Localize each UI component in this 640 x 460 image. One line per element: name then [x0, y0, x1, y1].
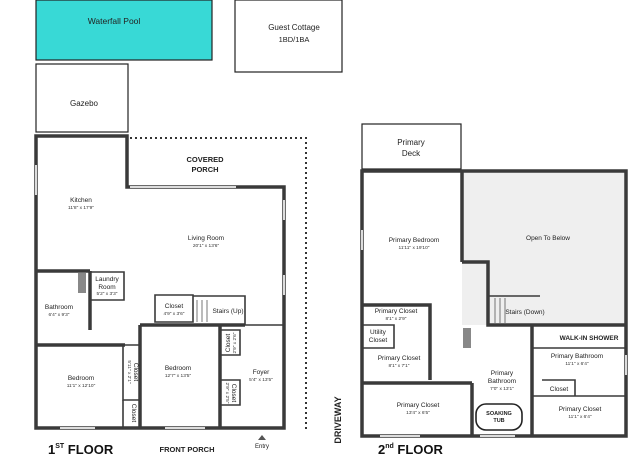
- closet-v2-dim: 2'9" x 2'5": [224, 383, 230, 404]
- bedroom2-dim: 12'7" x 13'5": [165, 373, 192, 379]
- covered-porch-label-1: COVERED: [186, 155, 224, 164]
- soaking-tub: [475, 403, 523, 431]
- small-closet-name: Closet: [550, 386, 569, 393]
- closet-v1-walls: [220, 329, 241, 356]
- primary-closet-bl-name: Primary Closet: [397, 402, 440, 409]
- waterfall-pool: [35, 0, 213, 61]
- stairs-up-name: Stairs (Up): [212, 308, 243, 315]
- primary-closet-br-name: Primary Closet: [559, 406, 602, 413]
- primary-closet-mid-name: Primary Closet: [378, 355, 421, 362]
- bedroom2-name: Bedroom: [165, 365, 191, 372]
- primary-closet-mid-dim: 8'1" x 7'1": [389, 363, 410, 369]
- laundry-name-2: Room: [98, 284, 115, 291]
- second-floor: [360, 169, 628, 438]
- guest-cottage-sub: 1BD/1BA: [279, 35, 310, 44]
- pool-label: Waterfall Pool: [88, 16, 141, 26]
- laundry-name: Laundry: [95, 276, 119, 283]
- closet-v1-dim: 2'9" x 2'6": [232, 332, 238, 353]
- foyer-dim: 5'4" x 13'5": [249, 377, 273, 383]
- stair-post: [463, 328, 471, 348]
- primary-bath-center-dim: 7'0" x 13'1": [490, 386, 514, 392]
- primary-bedroom-dim: 11'11" x 19'10": [399, 245, 430, 251]
- gazebo: [35, 63, 129, 133]
- closet-v1-name: Closet: [225, 334, 232, 353]
- soaking-tub-label-2: TUB: [493, 418, 504, 424]
- bath-name: Bathroom: [45, 304, 73, 311]
- living-dim: 20'1" x 13'6": [193, 243, 220, 249]
- utility-name: Utility: [370, 329, 387, 336]
- bedroom1-name: Bedroom: [68, 375, 94, 382]
- closet-mid-walls: [154, 294, 194, 323]
- primary-bath-right-dim: 11'1" x 6'4": [565, 361, 589, 367]
- wall-closets: [362, 303, 432, 380]
- covered-porch-label-2: PORCH: [191, 165, 218, 174]
- walk-in-shower-label: WALK-IN SHOWER: [560, 335, 619, 342]
- guest-cottage: [234, 0, 343, 73]
- primary-bath-right-name: Primary Bathroom: [551, 353, 603, 360]
- closet-mid-name: Closet: [165, 303, 184, 310]
- wall-open-bottom: [462, 260, 626, 327]
- bath-dim: 6'4" x 9'3": [49, 312, 70, 318]
- primary-deck-label-2: Deck: [402, 149, 421, 158]
- primary-bath-center-name: Primary: [491, 370, 514, 377]
- floor2-title: 2nd FLOOR: [378, 442, 444, 457]
- closet-b1b-name: Closet: [130, 404, 137, 423]
- closet-small-walls: [532, 379, 626, 397]
- first-floor: [34, 134, 307, 440]
- closet-v2-walls: [220, 379, 241, 406]
- primary-deck-label-1: Primary: [397, 138, 425, 147]
- primary-bedroom-name: Primary Bedroom: [389, 237, 440, 244]
- stairs-down-name: Stairs (Down): [505, 309, 544, 316]
- closet-b1-name: Closet: [132, 363, 139, 382]
- driveway-label: DRIVEWAY: [333, 396, 343, 443]
- kitchen-name: Kitchen: [70, 197, 92, 204]
- gazebo-label: Gazebo: [70, 99, 99, 108]
- closet-mid-dim: 4'9" x 3'6": [164, 311, 185, 317]
- closet-b1-dim: 5'11" x 2'1": [126, 360, 132, 384]
- laundry-appliance: [78, 273, 86, 293]
- primary-bath-center-name-2: Bathroom: [488, 378, 516, 385]
- utility-name-2: Closet: [369, 337, 388, 344]
- entry-label: Entry: [255, 444, 269, 450]
- utility-walls: [362, 324, 395, 349]
- primary-deck: [361, 123, 462, 170]
- foyer-name: Foyer: [253, 369, 270, 376]
- stairs-walls: [193, 295, 246, 325]
- porch-dotted-line: [130, 137, 307, 430]
- soaking-tub-label-1: SOAKING: [486, 411, 512, 417]
- living-name: Living Room: [188, 235, 224, 242]
- primary-closet-top-dim: 8'1" x 2'9": [386, 316, 407, 322]
- open-below-name: Open To Below: [526, 235, 570, 242]
- front-porch-label: FRONT PORCH: [160, 445, 215, 454]
- floor1-title: 1ST FLOOR: [48, 442, 114, 457]
- primary-closet-top-name: Primary Closet: [375, 308, 418, 315]
- entry-arrow-icon: [258, 435, 266, 440]
- primary-closet-bl-dim: 13'4" x 6'5": [406, 410, 430, 416]
- laundry-dim: 5'2" x 3'3": [97, 291, 118, 297]
- closet-v2-name: Closet: [230, 384, 237, 403]
- kitchen-dim: 11'8" x 17'9": [68, 205, 94, 211]
- guest-cottage-label: Guest Cottage: [268, 23, 320, 32]
- primary-closet-br-dim: 11'1" x 6'4": [568, 414, 592, 420]
- bedroom1-dim: 11'1" x 12'10": [67, 383, 96, 389]
